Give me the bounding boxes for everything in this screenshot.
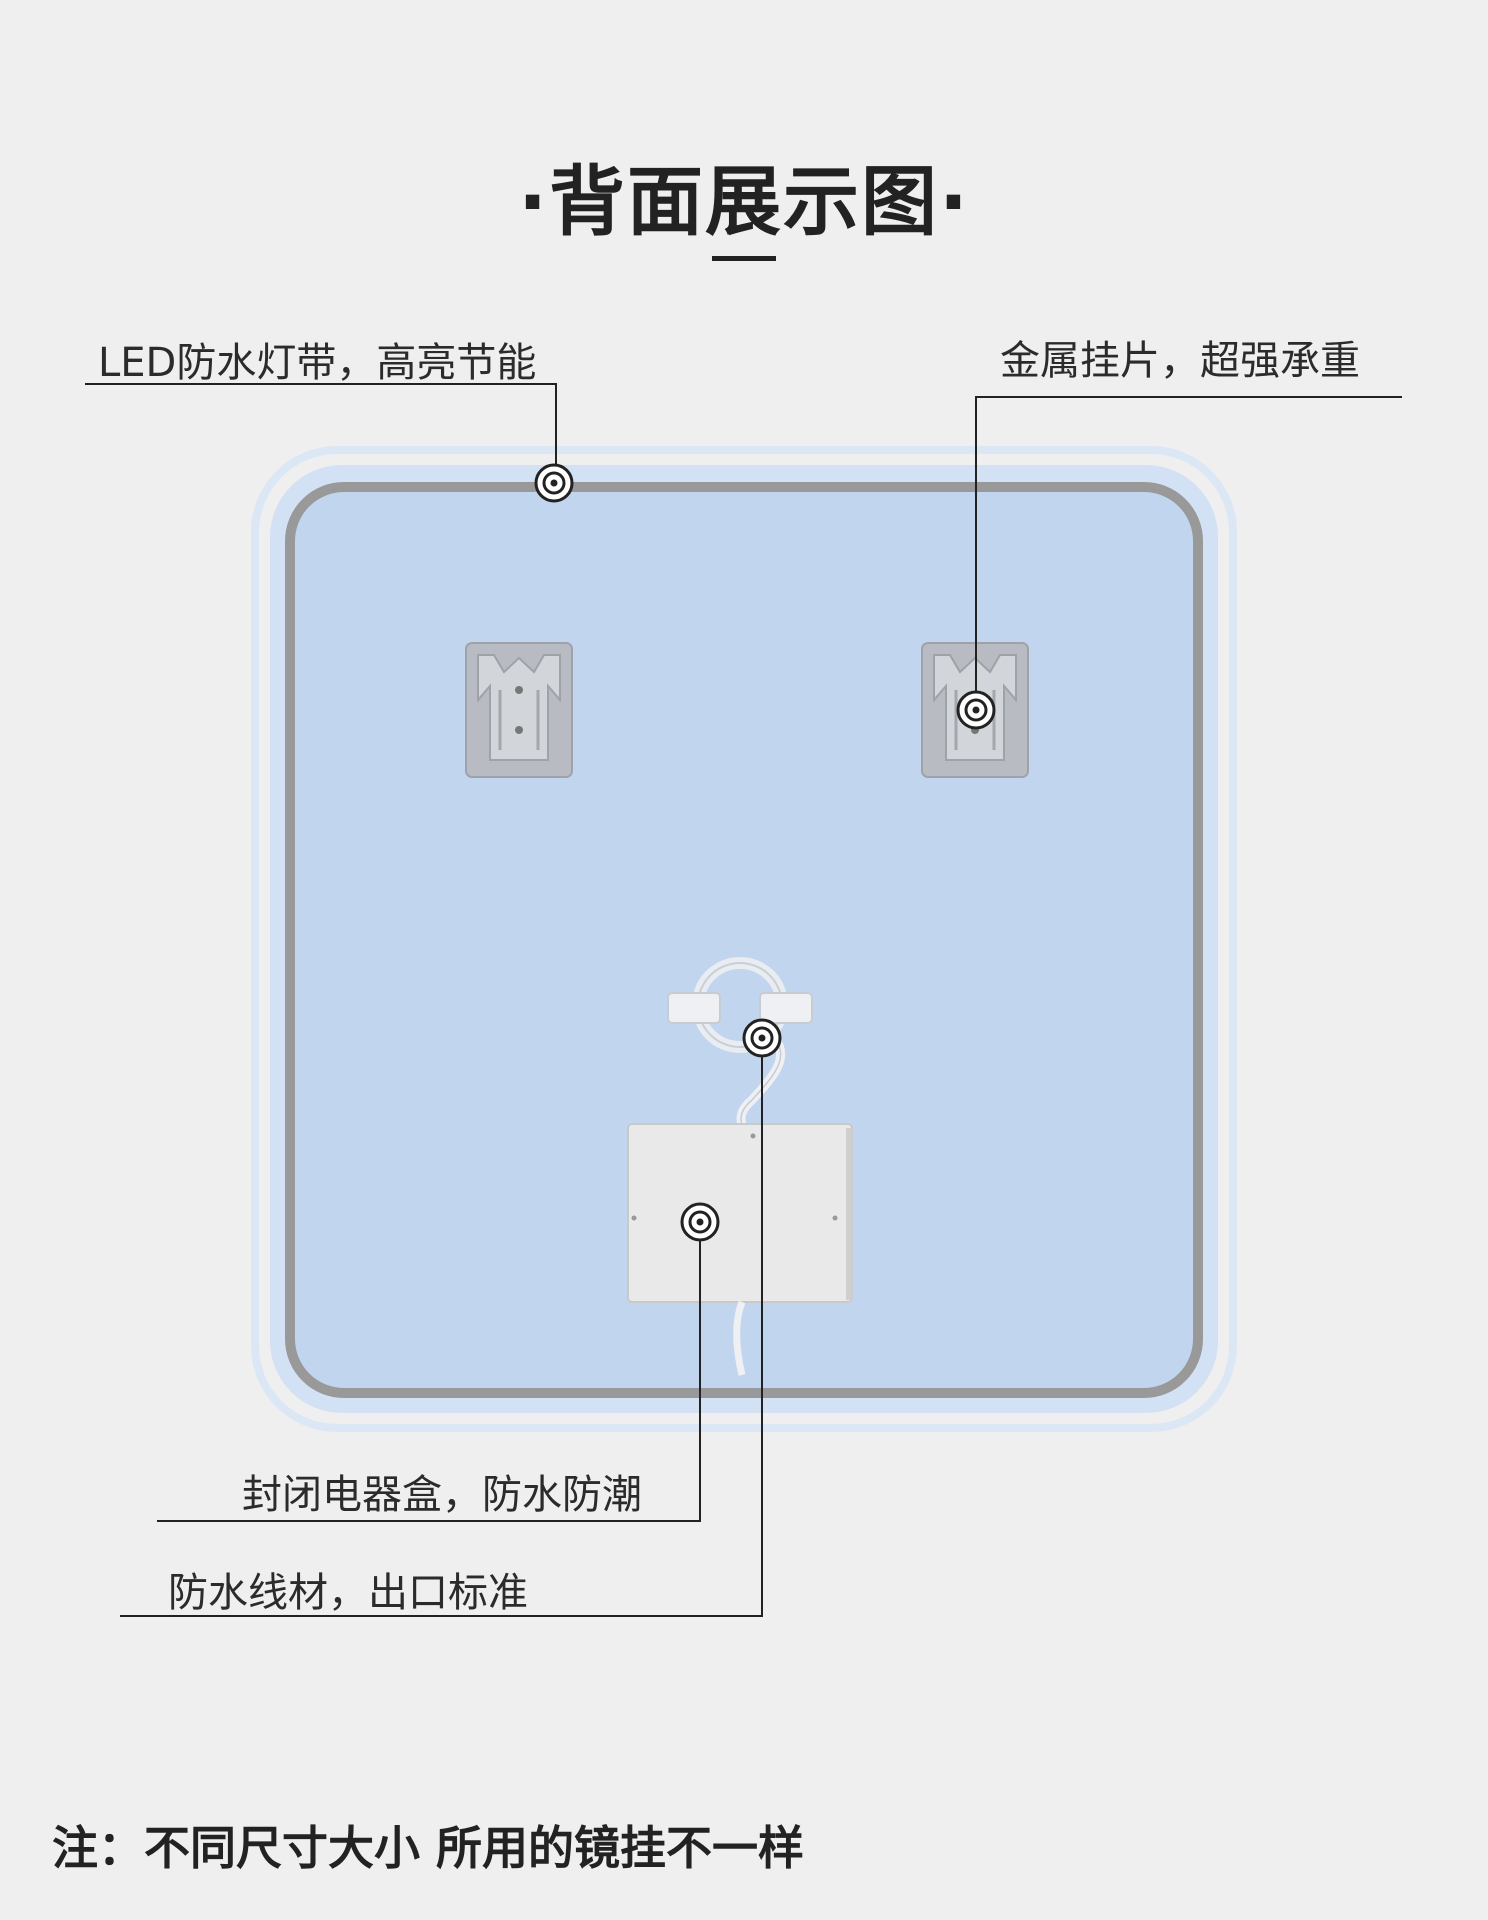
led-glow-outer [251,446,1237,1432]
callout-metal-bracket: 金属挂片，超强承重 [1000,338,1360,384]
coiled-cable [667,957,813,1128]
target-marker-led [534,463,574,503]
target-marker-box [680,1202,720,1242]
leader-line-led [85,383,557,482]
size-note: 注：不同尺寸大小 所用的镜挂不一样 [52,1821,805,1875]
target-marker-wire [742,1018,782,1058]
leader-lines [85,383,1402,1617]
leader-line-box [157,1222,701,1522]
leader-line-bracket [975,396,1402,710]
electrical-box [627,1123,853,1376]
callout-led-strip: LED防水灯带，高亮节能 [98,340,537,386]
target-marker-bracket [956,690,996,730]
callout-waterproof-wire: 防水线材，出口标准 [168,1570,528,1616]
callout-electrical-box: 封闭电器盒，防水防潮 [242,1472,642,1518]
page-title: ·背面展示图· [518,157,970,246]
leader-line-wire [120,1038,763,1617]
title-underline [712,256,776,261]
metal-bracket-left [465,642,573,778]
